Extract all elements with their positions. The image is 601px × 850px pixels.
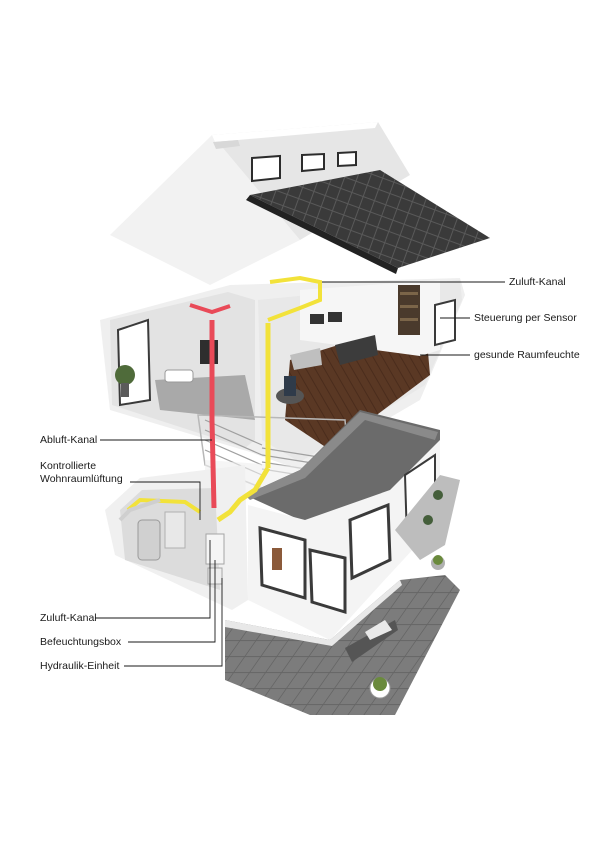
roof-tiles (250, 170, 490, 268)
supply-duct-riser (216, 466, 271, 523)
label-gesunde-raumfeuchte: gesunde Raumfeuchte (474, 349, 580, 361)
exhaust-duct-top (189, 303, 231, 315)
leader-lines (95, 281, 505, 667)
label-steuerung-per-sensor: Steuerung per Sensor (474, 312, 577, 324)
label-abluft-kanal: Abluft-Kanal (40, 434, 98, 446)
terrace (225, 575, 460, 715)
label-hydraulik-einheit: Hydraulik-Einheit (40, 660, 120, 672)
ventilation-ducts (118, 275, 322, 523)
upper-floor (100, 278, 465, 500)
leader-line-kwl (130, 481, 201, 520)
roof (110, 122, 490, 285)
supply-duct-horizontal (267, 275, 322, 322)
exhaust-duct (209, 320, 217, 509)
ground-floor (105, 410, 460, 715)
leader-line-hydraulik (124, 578, 223, 667)
supply-duct-ground (126, 497, 202, 514)
leader-line-befeuchtung (128, 560, 216, 643)
label-zuluft-kanal-bottom: Zuluft-Kanal (40, 612, 97, 624)
leader-line-zuluft-bottom (95, 540, 211, 619)
fresh-air-duct (118, 498, 161, 522)
label-befeuchtungsbox: Befeuchtungsbox (40, 636, 122, 648)
label-zuluft-kanal-top: Zuluft-Kanal (509, 276, 566, 288)
label-kontrollierte-wohnraumlueftung: Kontrollierte Wohnraumlüftung (40, 460, 123, 485)
